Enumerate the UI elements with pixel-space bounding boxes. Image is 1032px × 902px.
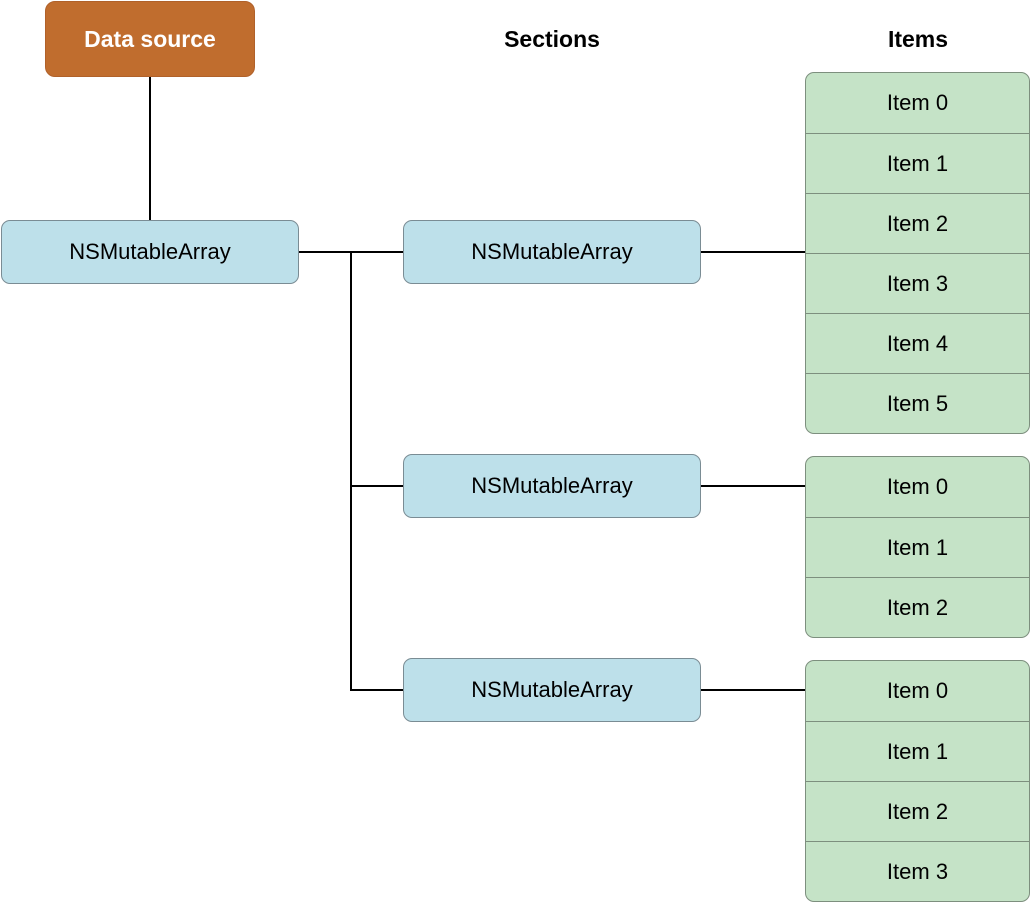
item-cell: Item 1 bbox=[806, 517, 1029, 577]
section-array-box: NSMutableArray bbox=[403, 220, 701, 284]
section-array-box: NSMutableArray bbox=[403, 658, 701, 722]
item-cell: Item 3 bbox=[806, 253, 1029, 313]
item-cell: Item 2 bbox=[806, 577, 1029, 637]
item-cell: Item 1 bbox=[806, 133, 1029, 193]
sections-header: Sections bbox=[504, 26, 600, 52]
item-cell: Item 2 bbox=[806, 193, 1029, 253]
item-cell: Item 0 bbox=[886, 678, 949, 703]
section-array-box: NSMutableArray bbox=[403, 454, 701, 518]
item-cell: Item 2 bbox=[806, 781, 1029, 841]
root-array-label: NSMutableArray bbox=[69, 239, 231, 264]
items-column: Item 0 Item 1 Item 2 bbox=[805, 456, 1030, 638]
data-source-box: Data source bbox=[45, 1, 255, 77]
section-array-label: NSMutableArray bbox=[471, 677, 633, 702]
section-array-label: NSMutableArray bbox=[471, 473, 633, 498]
item-cell: Item 0 bbox=[886, 90, 949, 115]
item-cell: Item 1 bbox=[806, 721, 1029, 781]
data-source-label: Data source bbox=[84, 25, 216, 52]
items-column: Item 0 Item 1 Item 2 Item 3 bbox=[805, 660, 1030, 902]
item-cell: Item 3 bbox=[806, 841, 1029, 901]
root-array-box: NSMutableArray bbox=[1, 220, 299, 284]
item-cell: Item 0 bbox=[886, 474, 949, 499]
item-cell: Item 4 bbox=[806, 313, 1029, 373]
item-cell: Item 5 bbox=[806, 373, 1029, 433]
items-column: Item 0 Item 1 Item 2 Item 3 Item 4 Item … bbox=[805, 72, 1030, 434]
section-array-label: NSMutableArray bbox=[471, 239, 633, 264]
items-header: Items bbox=[887, 26, 949, 52]
